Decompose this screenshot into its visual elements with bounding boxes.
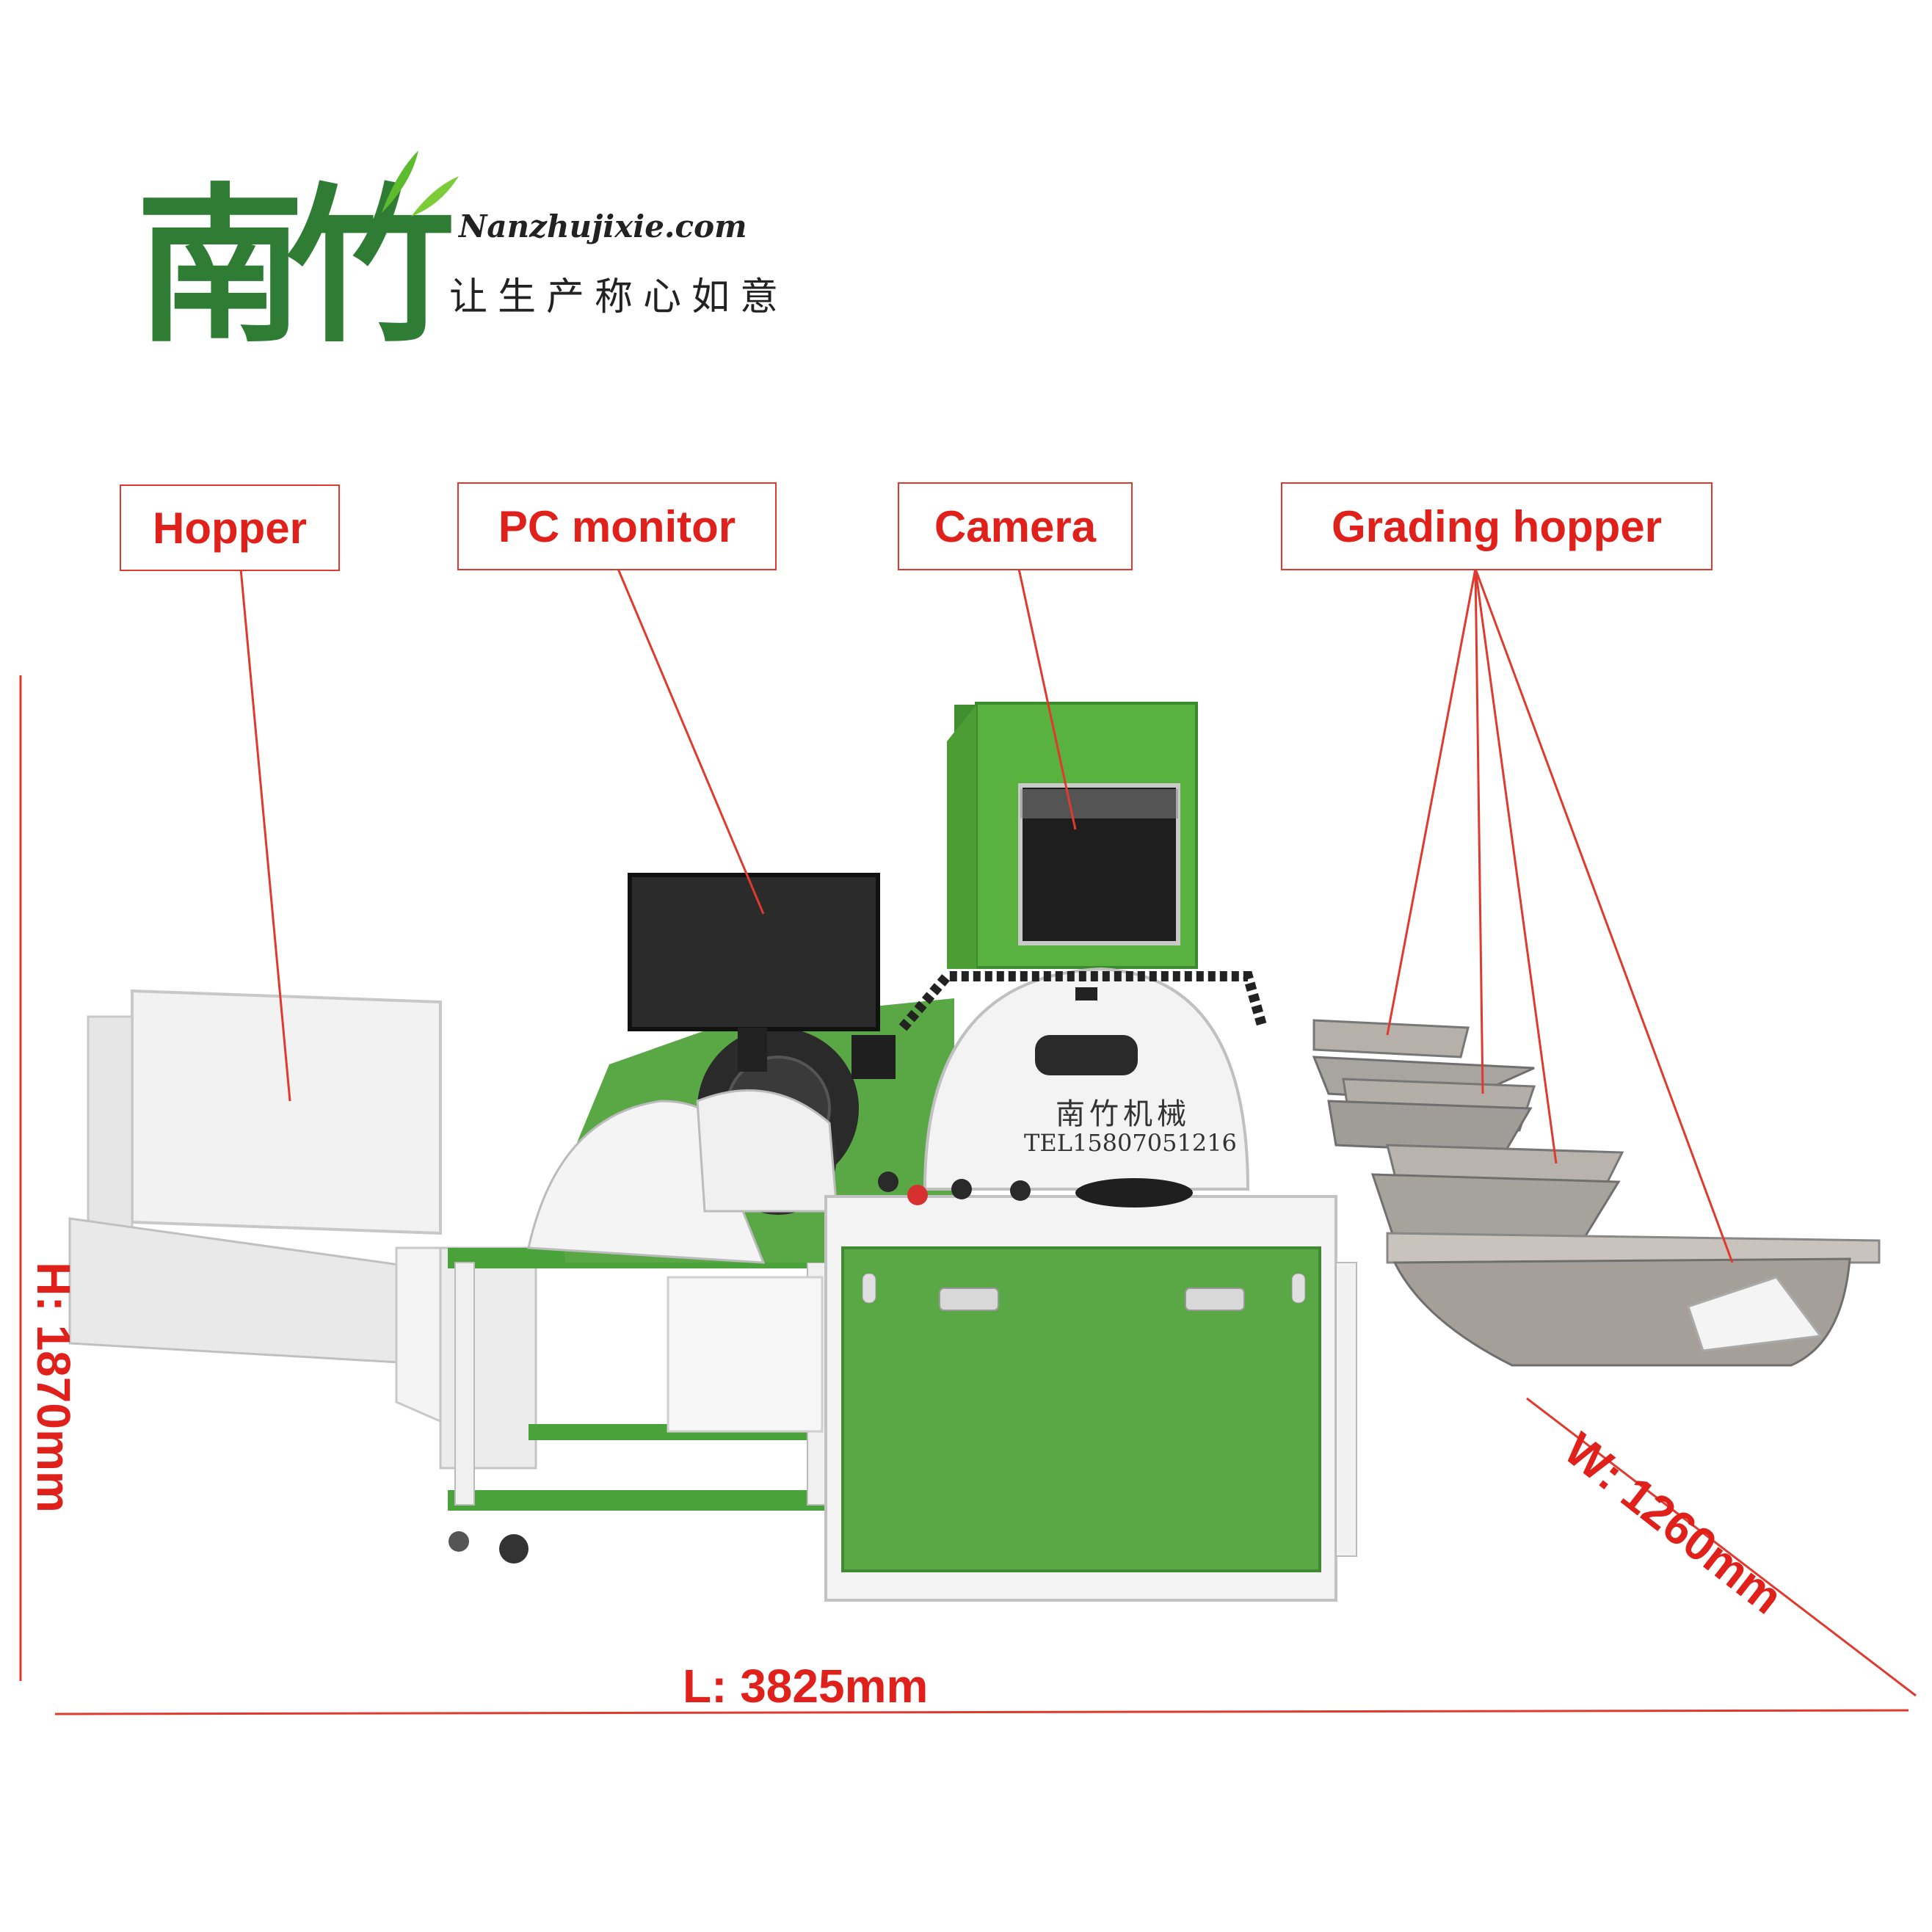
camera-housing xyxy=(947,702,1198,969)
brand-slogan: 让生产称心如意 xyxy=(449,275,789,319)
machine-plate-tel: TEL15807051216 xyxy=(1024,1129,1237,1157)
brand-url: Nanzhujixie.com xyxy=(459,208,747,244)
label-camera: Camera xyxy=(898,482,1133,570)
dimension-lines xyxy=(19,675,1917,1715)
conveyor-frame xyxy=(448,1248,844,1564)
bamboo-leaf-icon xyxy=(382,150,459,217)
machine-plate-name: 南竹机械 xyxy=(1056,1097,1191,1131)
label-hopper: Hopper xyxy=(120,484,340,571)
label-pc-monitor: PC monitor xyxy=(457,482,777,570)
label-grading-hopper: Grading hopper xyxy=(1281,482,1713,570)
control-cabinet xyxy=(824,1172,1337,1602)
feed-wheel-section xyxy=(527,998,954,1264)
dimension-length: L: 3825mm xyxy=(683,1660,929,1713)
logo-char-nan: 南 xyxy=(136,170,305,366)
drum-housing xyxy=(898,967,1268,1191)
dimension-height: H: 1870mm xyxy=(27,1262,80,1513)
logo-char-zhu: 竹 xyxy=(286,170,456,366)
callout-lines xyxy=(239,568,1734,1263)
pc-monitor-device xyxy=(628,873,896,1079)
grading-hoppers xyxy=(1312,1019,1881,1557)
